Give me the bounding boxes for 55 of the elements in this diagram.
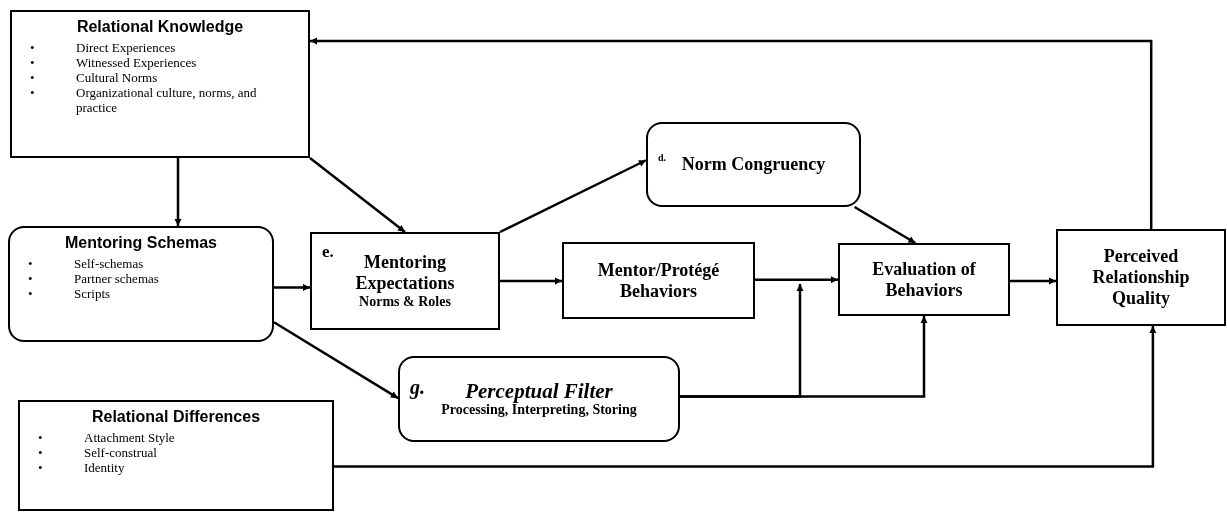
arrow: [499, 159, 647, 234]
process-box: [18, 400, 334, 511]
bullet-marker: •: [37, 460, 43, 475]
bullet-marker: •: [27, 256, 33, 271]
process-box: [838, 243, 1010, 316]
arrow: [310, 37, 1153, 229]
bullet-marker: •: [27, 286, 33, 301]
rounded-box: [398, 356, 680, 442]
arrow: [1010, 277, 1056, 285]
bullet-item: Direct Experiences: [76, 40, 176, 55]
bullet-item: Scripts: [74, 286, 111, 301]
process-box: [10, 10, 310, 158]
process-box: [1056, 229, 1226, 326]
box-title: Evaluation of Behaviors: [871, 258, 977, 301]
box-title: Perceived Relationship Quality: [1091, 246, 1191, 309]
list-marker: e.: [322, 242, 334, 262]
bullet-marker: •: [29, 70, 35, 85]
bullet-marker: •: [29, 85, 35, 102]
arrow: [273, 321, 399, 400]
box-title: Perceptual Filter: [465, 380, 613, 402]
bullet-item: Organizational culture, norms, and practice: [76, 85, 258, 115]
box-title: Mentoring Expectations: [354, 252, 456, 294]
process-box: [310, 232, 500, 330]
bullet-item: Partner schemas: [74, 271, 159, 286]
bullet-item: Cultural Norms: [76, 70, 158, 85]
bullet-item: Self-schemas: [74, 256, 144, 271]
arrow: [853, 205, 917, 245]
rounded-box: [646, 122, 861, 207]
bullet-marker: •: [29, 40, 35, 55]
list-marker: d.: [658, 152, 667, 163]
bullet-marker: •: [37, 445, 43, 460]
process-box: [562, 242, 755, 319]
list-marker: g.: [410, 376, 425, 399]
box-title: Norm Congruency: [681, 154, 826, 175]
arrow: [500, 277, 562, 285]
box-heading: Mentoring Schemas: [65, 234, 217, 252]
rounded-box: [8, 226, 274, 342]
bullet-marker: •: [37, 430, 43, 445]
box-subtitle: Norms & Roles: [359, 294, 451, 310]
bullet-marker: •: [29, 55, 35, 70]
bullet-item: Attachment Style: [84, 430, 175, 445]
bullet-marker: •: [27, 271, 33, 286]
arrow: [174, 158, 182, 226]
bullet-item: Identity: [84, 460, 125, 475]
arrow: [334, 326, 1157, 468]
box-subtitle: Processing, Interpreting, Storing: [441, 401, 637, 418]
box-title: Mentor/Protégé Behaviors: [596, 259, 721, 302]
bullet-item: Witnessed Experiences: [76, 55, 197, 70]
arrow: [680, 284, 804, 398]
arrow: [309, 157, 406, 233]
bullet-item: Self-construal: [84, 445, 157, 460]
arrow: [274, 284, 310, 291]
arrow: [755, 276, 838, 284]
box-heading: Relational Differences: [91, 408, 261, 426]
box-heading: Relational Knowledge: [76, 18, 244, 36]
